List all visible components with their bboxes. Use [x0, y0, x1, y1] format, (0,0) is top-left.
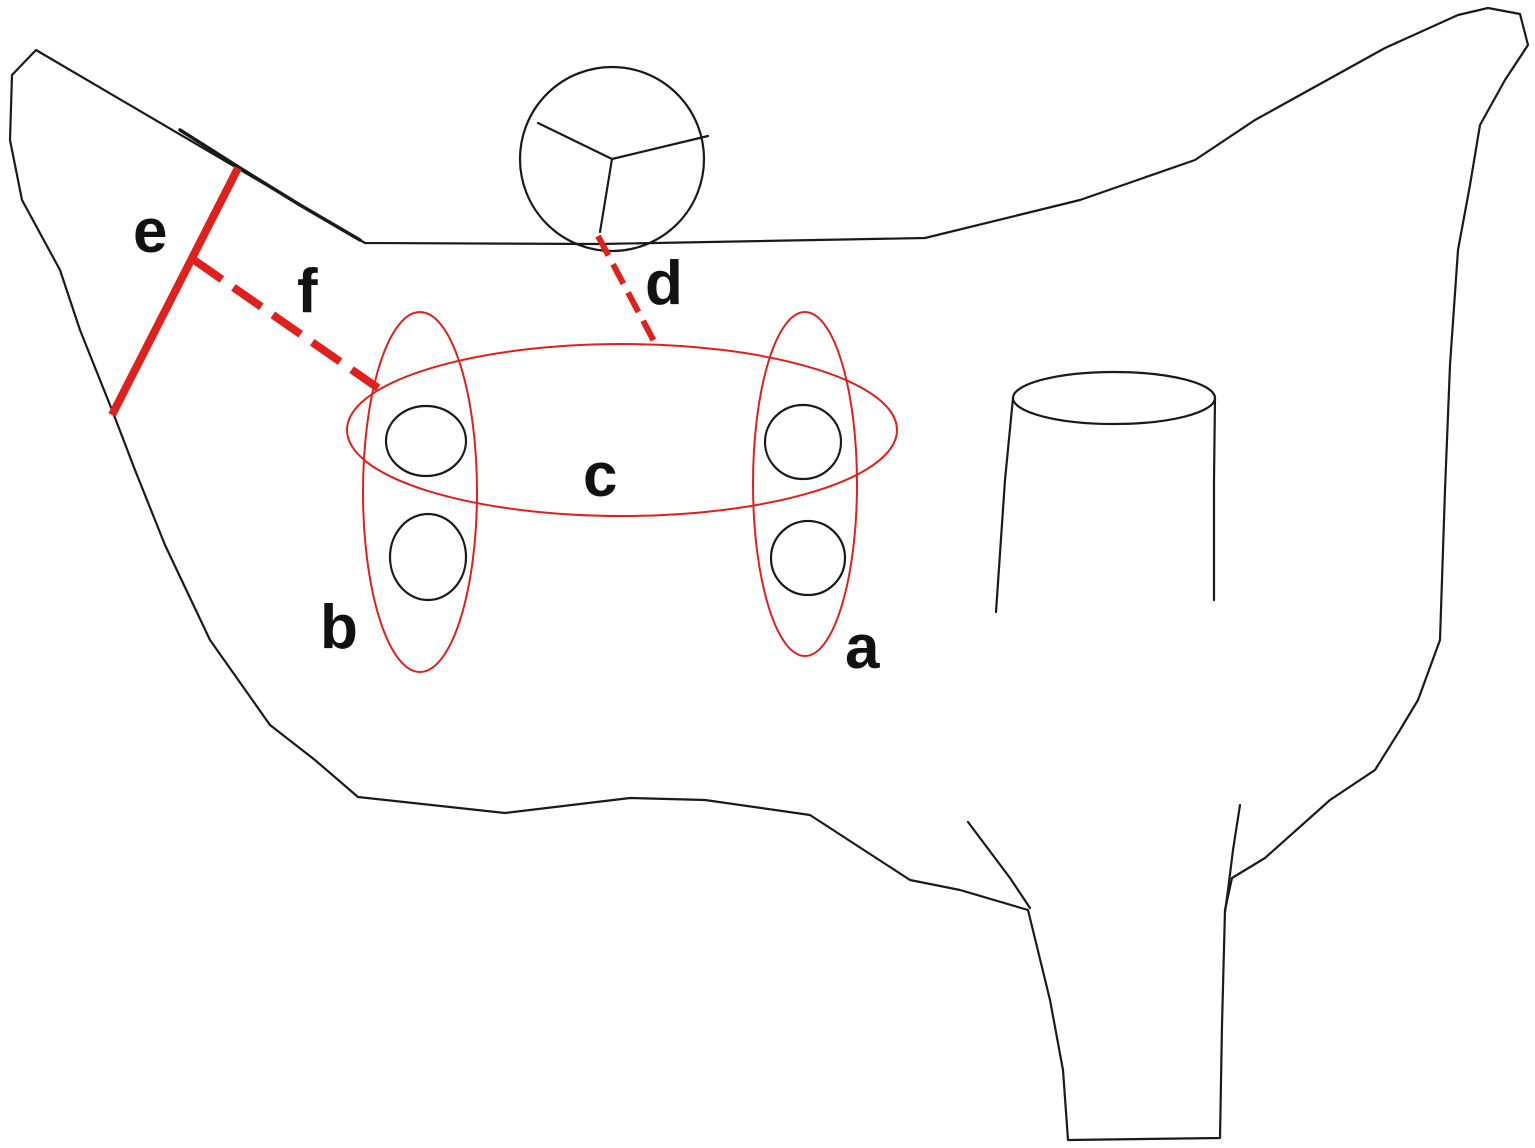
label-d: d [645, 249, 683, 318]
line-d [595, 234, 659, 347]
ellipse-b [362, 311, 478, 673]
hole-upper-left [384, 404, 468, 478]
top-circle-icon [518, 65, 706, 253]
label-b: b [320, 593, 358, 662]
body-outline [8, 6, 1530, 1142]
label-a: a [845, 613, 880, 682]
line-f [191, 256, 381, 392]
ellipse-a [752, 311, 858, 657]
label-f: f [297, 257, 318, 326]
stem-notch-right [1223, 803, 1242, 914]
label-e: e [133, 197, 167, 266]
upper-edge-accent [178, 128, 362, 242]
hole-upper-right [763, 403, 843, 481]
ellipse-c [346, 343, 898, 517]
stem-notch-left [966, 820, 1032, 910]
cylinder-top [1011, 370, 1217, 426]
hole-lower-right [769, 519, 847, 597]
hole-lower-left [388, 512, 468, 602]
label-c: c [583, 441, 617, 510]
line-e [108, 166, 242, 417]
cylinder-sides [994, 396, 1217, 614]
circle-spokes [536, 121, 710, 234]
